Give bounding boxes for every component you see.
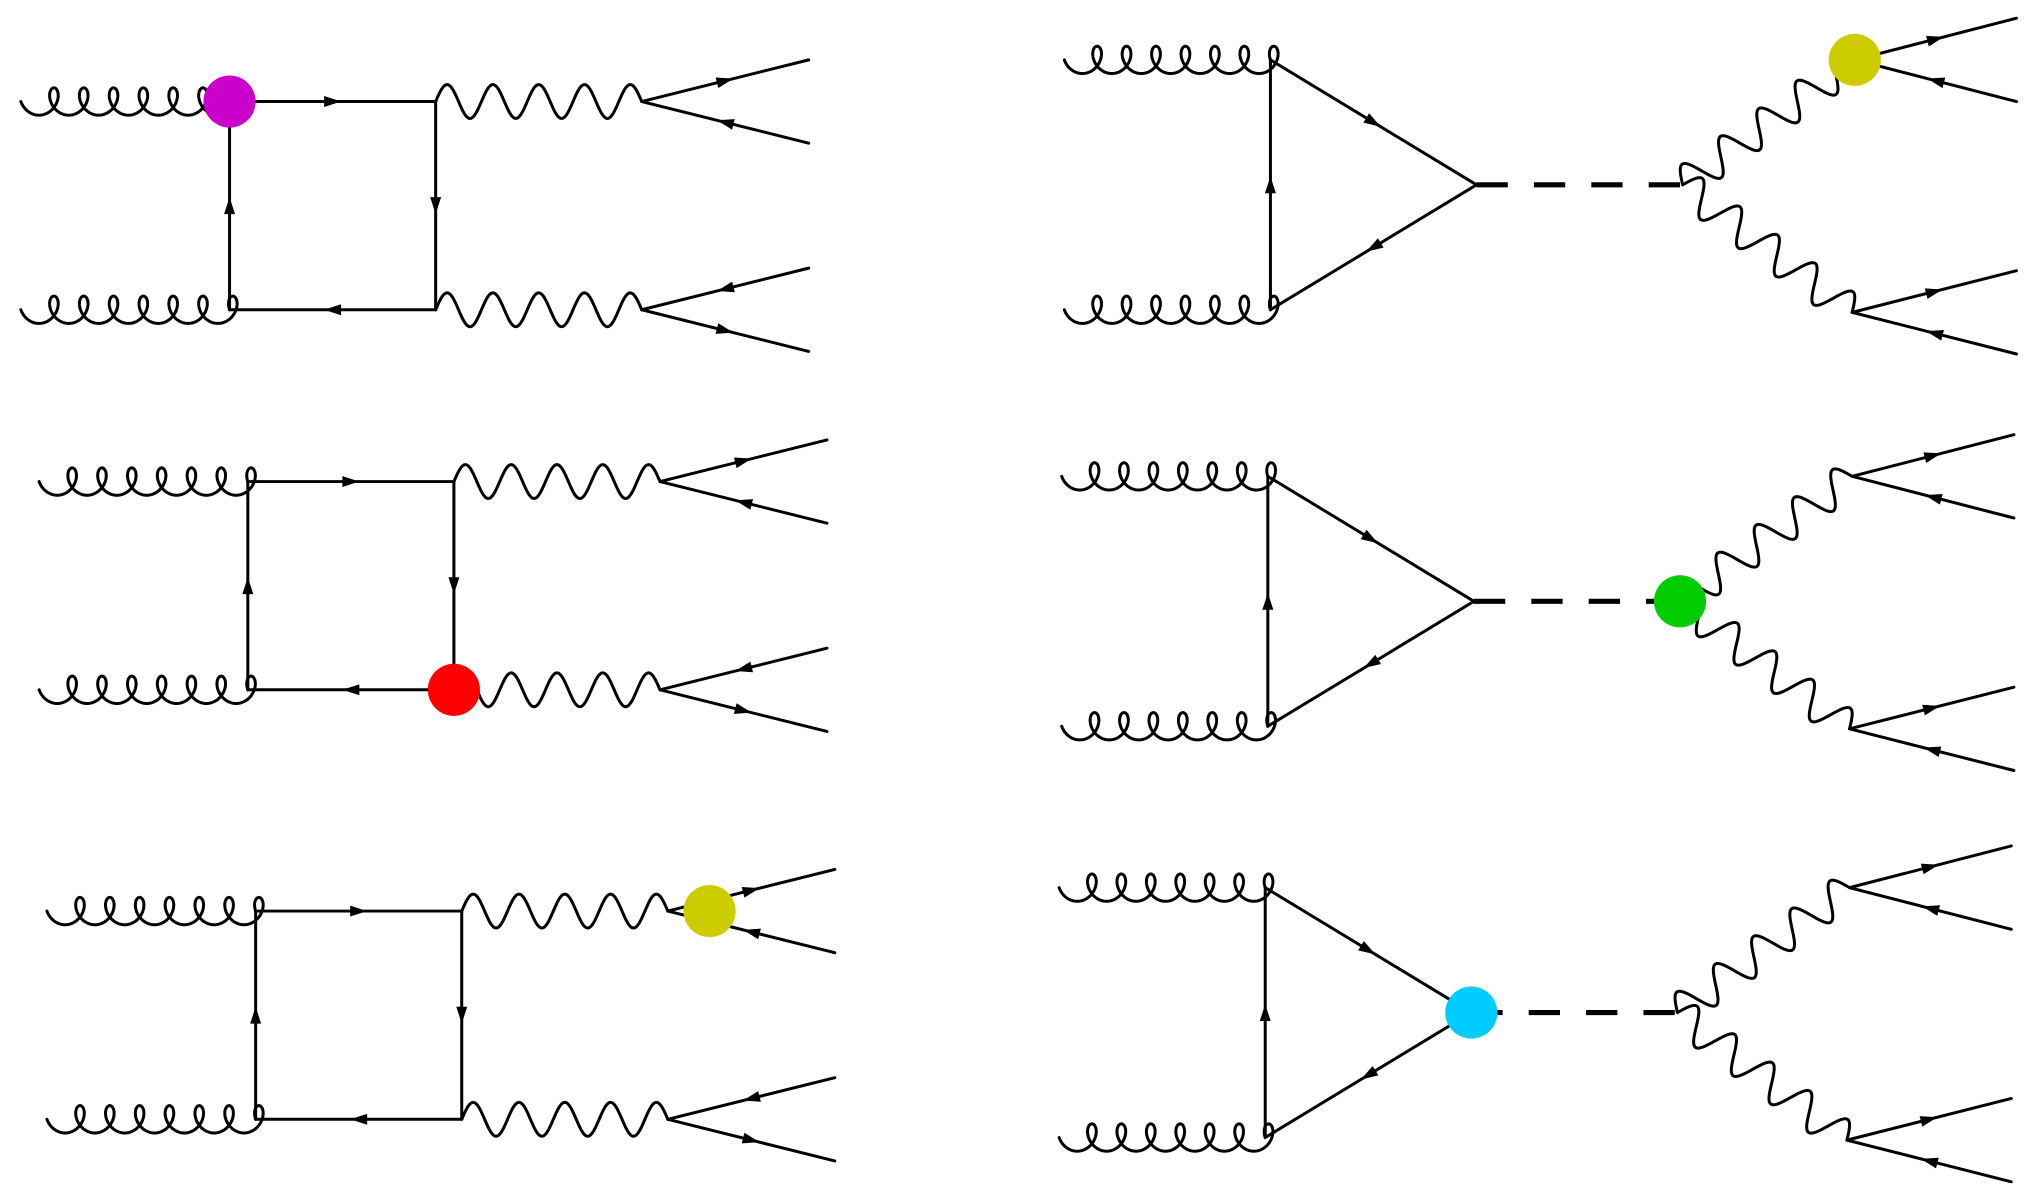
final-fermion-top-in-arrow <box>735 499 754 510</box>
final-fermion-top-in-arrow <box>1927 77 1946 89</box>
loop-fermion-left-arrow <box>250 1006 262 1024</box>
final-fermion-bottom-in-arrow <box>716 281 735 293</box>
gluon-line-top <box>1060 461 1278 492</box>
vertex-marker-dot <box>427 663 480 716</box>
loop-fermion-lower-arrow <box>1366 238 1384 252</box>
gluon-line-bottom <box>1062 294 1280 325</box>
final-fermion-top-out-arrow <box>1926 35 1944 47</box>
gluon-line-bottom <box>37 674 257 705</box>
gluon-line-bottom <box>1060 711 1278 742</box>
loop-fermion-bottom-arrow <box>324 304 342 316</box>
gluon-line-top <box>1062 44 1280 76</box>
final-fermion-bottom-in-arrow <box>743 1091 761 1102</box>
final-fermion-bottom-out-arrow <box>741 1132 760 1144</box>
vector-boson-line-top <box>1673 878 1852 1015</box>
final-fermion-bottom-in-arrow <box>735 661 754 673</box>
vector-boson-line-bottom <box>460 1100 670 1138</box>
loop-fermion-right-arrow <box>456 1006 468 1024</box>
gluon-line-top <box>45 895 265 927</box>
gluon-line-top <box>1057 872 1275 903</box>
vertex-marker-dot <box>1445 986 1498 1039</box>
final-fermion-top-in-arrow <box>1924 494 1943 505</box>
final-fermion-bottom-out-arrow <box>715 323 734 334</box>
vertex-marker-dot <box>203 75 256 128</box>
box-diagram-2 <box>37 438 829 733</box>
final-fermion-bottom-out-arrow <box>1924 288 1943 299</box>
final-fermion-top-in-arrow <box>1922 905 1941 916</box>
vector-boson-line-bottom <box>434 291 644 329</box>
final-fermion-top-in-arrow <box>716 119 735 130</box>
vertex-marker-dot <box>1828 33 1881 86</box>
final-fermion-top-out-arrow <box>1923 452 1942 463</box>
vector-boson-line-top <box>434 83 644 120</box>
final-fermion-top-out-arrow <box>741 886 760 898</box>
vector-boson-line-bottom <box>452 671 662 709</box>
vector-boson-line-top <box>1678 50 1857 187</box>
gluon-line-bottom <box>19 294 239 325</box>
loop-fermion-top-arrow <box>342 476 360 488</box>
gluon-line-bottom <box>1057 1122 1275 1153</box>
final-fermion-bottom-out-arrow <box>1922 704 1940 716</box>
vector-boson-line-top <box>460 892 670 930</box>
final-fermion-top-out-arrow <box>1920 863 1939 875</box>
loop-fermion-upper-arrow <box>1358 941 1376 955</box>
gluon-line-bottom <box>45 1104 265 1135</box>
final-fermion-bottom-out-arrow <box>733 703 752 714</box>
vector-boson-line-bottom <box>1675 1003 1852 1142</box>
loop-fermion-upper-arrow <box>1363 113 1381 127</box>
vertex-marker-dot <box>683 885 736 938</box>
vector-boson-line-bottom <box>1678 592 1854 731</box>
loop-fermion-lower-arrow <box>1363 654 1381 669</box>
vector-boson-line-top <box>452 463 662 500</box>
loop-fermion-left-arrow <box>1259 1004 1271 1022</box>
loop-fermion-upper-arrow <box>1360 529 1379 544</box>
vector-boson-line-bottom <box>1681 176 1857 314</box>
final-fermion-bottom-out-arrow <box>1919 1116 1938 1127</box>
final-fermion-top-out-arrow <box>733 457 752 469</box>
vertex-marker-dot <box>1653 575 1707 628</box>
final-fermion-top-out-arrow <box>715 77 734 89</box>
loop-fermion-left-arrow <box>1262 592 1274 610</box>
loop-fermion-right-arrow <box>430 197 442 215</box>
final-fermion-bottom-in-arrow <box>1920 1157 1939 1169</box>
loop-fermion-bottom-arrow <box>342 684 360 696</box>
vector-boson-line-top <box>1676 467 1854 603</box>
loop-fermion-top-arrow <box>350 905 368 917</box>
final-fermion-bottom-in-arrow <box>1923 746 1942 758</box>
triangle-diagram-2 <box>1060 433 2016 772</box>
loop-fermion-top-arrow <box>324 96 342 107</box>
loop-fermion-bottom-arrow <box>350 1113 368 1125</box>
gluon-line-top <box>37 466 257 497</box>
loop-fermion-lower-arrow <box>1361 1065 1379 1080</box>
box-diagram-3 <box>45 867 837 1163</box>
loop-fermion-left-arrow <box>224 197 236 215</box>
final-fermion-bottom-in-arrow <box>1926 329 1944 341</box>
triangle-diagram-1 <box>1062 16 2019 356</box>
final-fermion-top-in-arrow <box>743 928 761 940</box>
gluon-line-top <box>19 86 239 117</box>
loop-fermion-left-arrow <box>242 577 254 595</box>
box-diagram-1 <box>19 58 811 353</box>
loop-fermion-right-arrow <box>448 577 460 595</box>
loop-fermion-left-arrow <box>1264 176 1276 194</box>
triangle-diagram-3 <box>1057 844 2013 1184</box>
